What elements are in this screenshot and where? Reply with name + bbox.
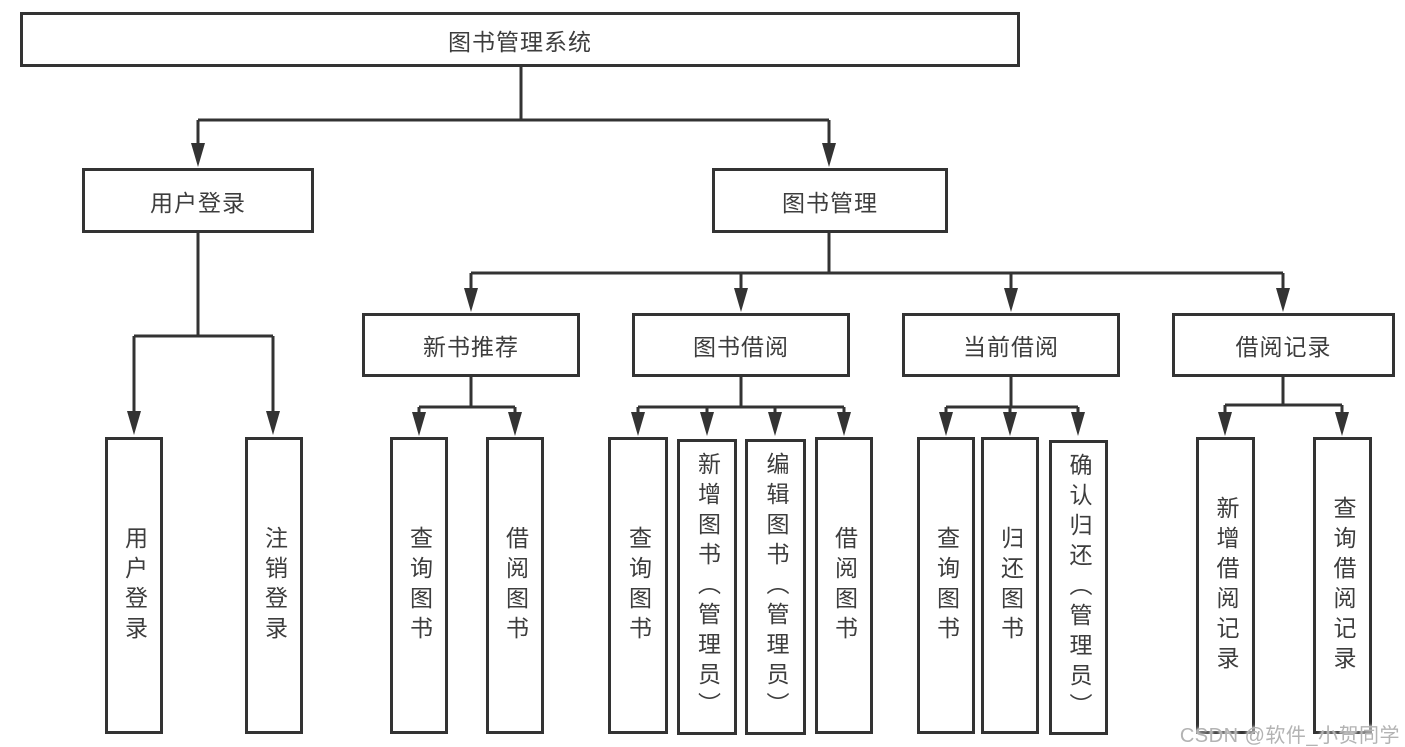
leaf-borrow-books: 借阅图书 [815,437,873,734]
leaf-confirm-return-admin-label: 确认归还（管理员） [1066,452,1092,723]
leaf-logout: 注销登录 [245,437,303,734]
connector-book-mgmt-children [469,233,1285,305]
connector-borrow-children [636,377,846,429]
csdn-watermark: CSDN @软件_小贺同学 [1179,725,1400,747]
node-current-borrow-label: 当前借阅 [963,334,1059,360]
leaf-query-books-current-label: 查询图书 [933,525,960,646]
node-book-management-branch: 图书管理 [712,168,948,233]
leaf-edit-books-admin: 编辑图书（管理员） [745,439,806,735]
leaf-edit-books-admin-label: 编辑图书（管理员） [763,452,789,722]
node-book-borrow-label: 图书借阅 [693,334,789,360]
leaf-add-books-admin-label: 新增图书（管理员） [694,452,721,722]
node-root-label: 图书管理系统 [448,28,592,55]
node-book-borrow: 图书借阅 [632,313,850,377]
leaf-query-books-borrow: 查询图书 [608,437,668,734]
leaf-logout-label: 注销登录 [261,525,288,646]
connector-user-login-children [132,233,275,428]
leaf-return-books-label: 归还图书 [997,525,1024,646]
node-new-book-recommend-label: 新书推荐 [423,334,519,360]
leaf-return-books: 归还图书 [981,437,1039,734]
node-borrow-record-label: 借阅记录 [1235,334,1332,360]
leaf-borrow-books-label: 借阅图书 [831,525,858,646]
leaf-query-books-current: 查询图书 [917,437,975,734]
leaf-user-login: 用户登录 [105,437,163,734]
leaf-borrow-books-recommend: 借阅图书 [486,437,544,734]
node-new-book-recommend: 新书推荐 [362,313,580,377]
connector-new-rec-children [417,377,517,429]
arrowheads [127,143,1349,436]
leaf-query-borrow-record: 查询借阅记录 [1313,437,1372,734]
leaf-confirm-return-admin: 确认归还（管理员） [1049,440,1108,735]
connector-root-to-level2 [196,67,831,160]
node-book-management-branch-label: 图书管理 [782,189,878,216]
node-current-borrow: 当前借阅 [902,313,1120,377]
leaf-add-borrow-record-label: 新增借阅记录 [1213,495,1239,676]
leaf-query-borrow-record-label: 查询借阅记录 [1330,495,1356,676]
leaf-query-books-recommend: 查询图书 [390,437,448,734]
leaf-user-login-label: 用户登录 [121,525,148,646]
connector-record-children [1223,377,1344,429]
leaf-add-borrow-record: 新增借阅记录 [1196,437,1255,734]
node-user-login-branch-label: 用户登录 [150,189,246,216]
node-user-login-branch: 用户登录 [82,168,314,233]
leaf-add-books-admin: 新增图书（管理员） [677,439,737,735]
leaf-query-books-borrow-label: 查询图书 [625,525,652,646]
node-borrow-record: 借阅记录 [1172,313,1395,377]
node-root-system: 图书管理系统 [20,12,1020,67]
leaf-query-books-recommend-label: 查询图书 [406,525,433,646]
leaf-borrow-books-recommend-label: 借阅图书 [502,525,529,646]
